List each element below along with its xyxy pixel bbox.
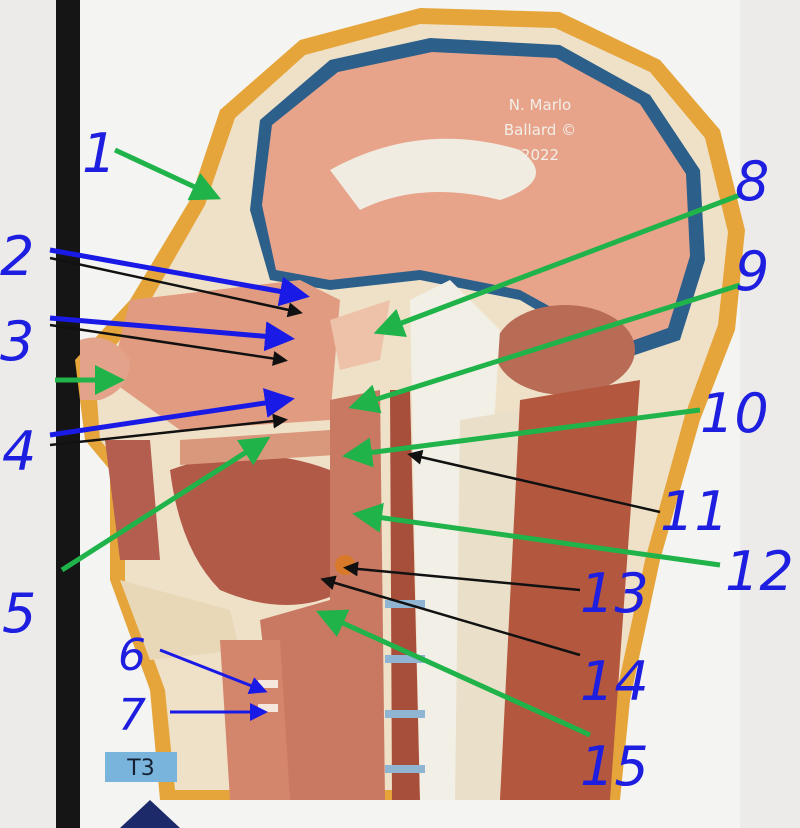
cerebrum — [262, 52, 690, 345]
label-6: 6 — [118, 630, 146, 681]
mandible — [120, 580, 240, 660]
arrow-13 — [343, 561, 581, 592]
arrow-5 — [60, 436, 271, 573]
arrow-2-black — [49, 256, 303, 318]
vocal-fold-true — [258, 704, 278, 712]
annotation-arrows — [49, 147, 741, 738]
model-tag-text: T3 — [126, 756, 154, 781]
arrow-4 — [49, 388, 295, 438]
pharynx — [260, 390, 385, 800]
label-12: 12 — [725, 540, 794, 603]
arrow-9 — [348, 282, 741, 414]
tongue — [170, 455, 345, 605]
arrow-14 — [320, 575, 581, 657]
corpus-callosum — [330, 138, 536, 210]
model-tag — [105, 752, 177, 782]
black-frame-edge — [56, 0, 80, 828]
label-15: 15 — [580, 735, 649, 798]
watermark-line1: N. Marlo — [509, 96, 571, 114]
logo-badge — [120, 800, 180, 828]
cerebellum — [495, 305, 635, 395]
vertebrae — [455, 410, 520, 800]
arrow-2 — [49, 247, 310, 307]
arrow-6 — [159, 648, 268, 694]
label-7: 7 — [118, 690, 146, 741]
annotation-labels: 1 2 3 4 5 6 7 8 9 10 11 12 13 14 15 — [0, 122, 794, 798]
label-8: 8 — [735, 150, 769, 213]
watermark-line3: 2022 — [521, 146, 559, 164]
arrow-12 — [352, 502, 721, 568]
label-1: 1 — [82, 122, 116, 185]
arrow-10 — [342, 407, 701, 468]
label-9: 9 — [735, 240, 769, 303]
arrow-3 — [49, 315, 295, 352]
label-14: 14 — [580, 650, 649, 713]
watermark-line2: Ballard © — [504, 121, 576, 139]
label-13: 13 — [580, 562, 649, 625]
label-11: 11 — [660, 480, 729, 543]
arrow-11 — [407, 449, 661, 514]
arrow-4-black — [49, 413, 288, 447]
arrow-8 — [373, 192, 741, 337]
label-10: 10 — [700, 382, 769, 445]
label-3: 3 — [0, 310, 34, 373]
arrow-1 — [113, 147, 222, 201]
lips — [105, 440, 160, 560]
label-4: 4 — [2, 420, 36, 483]
label-5: 5 — [2, 582, 36, 645]
vocal-fold-false — [258, 680, 278, 688]
larynx — [220, 640, 290, 800]
arrow-15 — [315, 609, 592, 738]
prevertebral-muscle — [390, 390, 420, 800]
arrow-3-black — [49, 323, 288, 366]
epiglottis-marker — [335, 555, 355, 575]
label-2: 2 — [0, 225, 34, 288]
